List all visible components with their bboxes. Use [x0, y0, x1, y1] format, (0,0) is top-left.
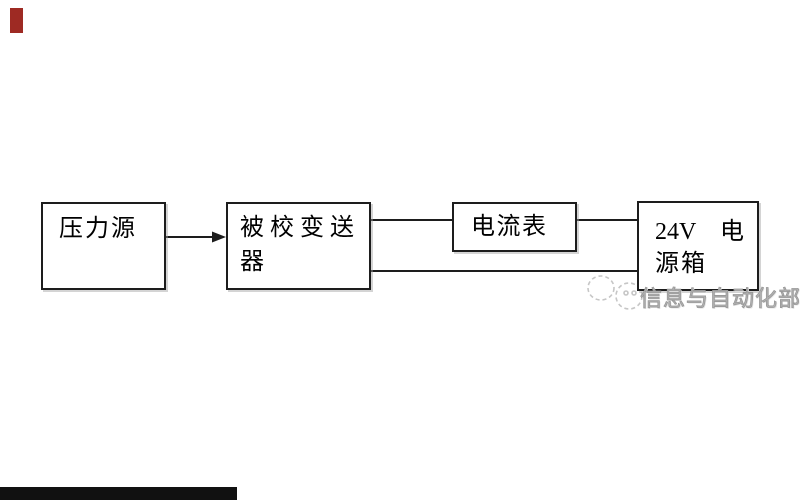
box-pressure-source-label: 压力源 [59, 216, 137, 242]
box-power-label-line2: 源箱 [655, 251, 707, 277]
watermark-text: 信息与自动化部 [640, 286, 800, 312]
box-power-label-24v: 24V [655, 219, 697, 245]
box-transmitter-label-line1: 被校变送 [240, 215, 360, 241]
box-ammeter-label: 电流表 [471, 214, 548, 240]
bottom-bar [0, 487, 237, 500]
arrow-head-icon [212, 231, 226, 243]
box-power-label-dian: 电 [720, 219, 744, 245]
box-transmitter-under-test: 被校变送 器 [226, 202, 371, 290]
box-pressure-source: 压力源 [41, 202, 166, 290]
red-corner-mark [10, 8, 23, 33]
box-transmitter-label-line2: 器 [240, 249, 264, 275]
box-power-label-line1: 24V 电 [655, 216, 744, 248]
watermark-logo-icon [587, 275, 643, 310]
box-ammeter: 电流表 [452, 202, 577, 252]
box-power-supply-24v: 24V 电 源箱 [637, 201, 759, 291]
